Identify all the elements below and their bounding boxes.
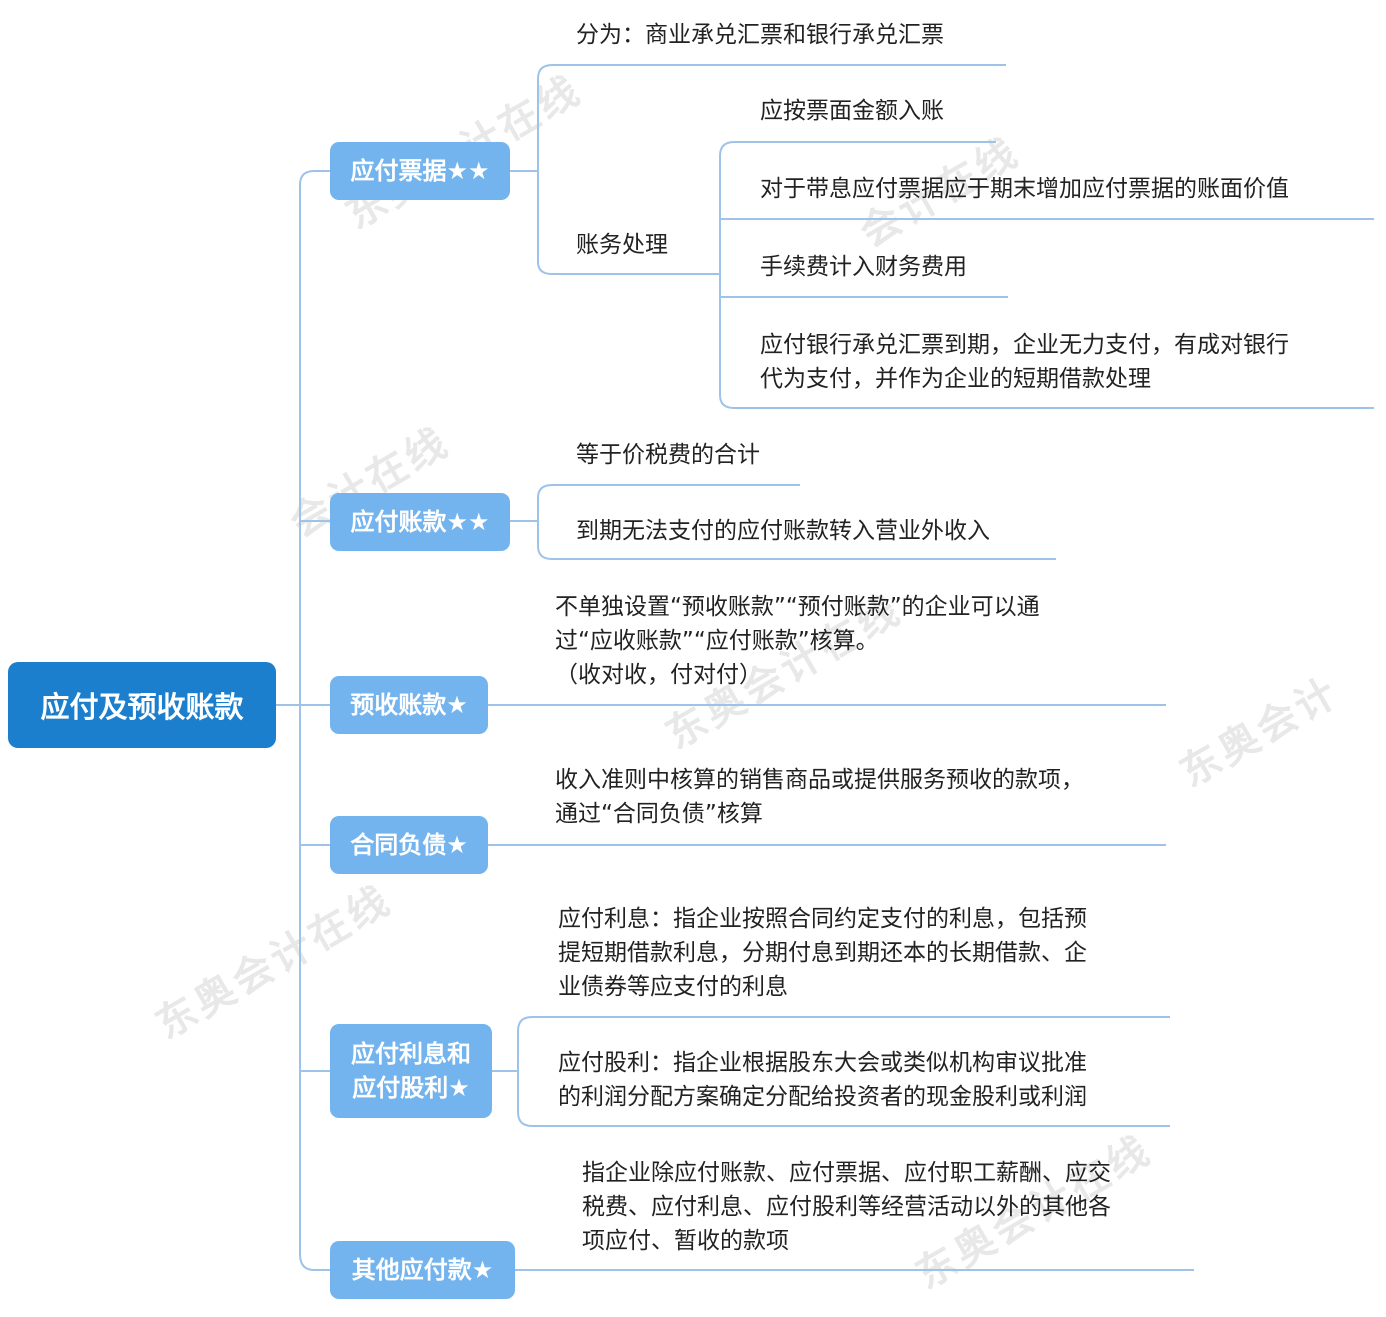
node-accounts-payable: 应付账款★★	[330, 493, 510, 551]
leaf-dividend-line: 的利润分配方案确定分配给投资者的现金股利或利润	[558, 1084, 1087, 1110]
node-interest-dividends-line1: 应付利息和	[351, 1040, 471, 1068]
node-interest-dividends-line2: 应付股利★	[352, 1074, 470, 1102]
leaf-advance-line: （收对收，付对付）	[555, 662, 762, 688]
leaf-accounting-item: 应付银行承兑汇票到期，企业无力支付，有成对银行	[760, 332, 1289, 358]
leaf-bill-types: 分为：商业承兑汇票和银行承兑汇票	[576, 22, 944, 48]
node-advance-receipts: 预收账款★	[330, 676, 488, 734]
node-other-payables: 其他应付款★	[330, 1241, 515, 1299]
leaf-contract-line: 收入准则中核算的销售商品或提供服务预收的款项，	[555, 767, 1084, 793]
node-interest-dividends: 应付利息和 应付股利★	[330, 1024, 492, 1118]
leaf-accounting-item: 应按票面金额入账	[760, 98, 944, 124]
leaf-interest-line: 应付利息：指企业按照合同约定支付的利息，包括预	[558, 906, 1087, 932]
leaf-contract-line: 通过“合同负债”核算	[555, 801, 763, 827]
leaf-other-line: 项应付、暂收的款项	[582, 1228, 789, 1254]
leaf-ap-item: 等于价税费的合计	[576, 442, 760, 468]
leaf-dividend-line: 应付股利：指企业根据股东大会或类似机构审议批准	[558, 1050, 1087, 1076]
leaf-other-line: 指企业除应付账款、应付票据、应付职工薪酬、应交	[582, 1160, 1111, 1186]
root-node: 应付及预收账款	[8, 662, 276, 748]
leaf-other-line: 税费、应付利息、应付股利等经营活动以外的其他各	[582, 1194, 1111, 1220]
leaf-accounting: 账务处理	[576, 232, 668, 258]
leaf-interest-line: 业债券等应支付的利息	[558, 974, 788, 1000]
leaf-ap-item: 到期无法支付的应付账款转入营业外收入	[576, 518, 990, 544]
node-notes-payable: 应付票据★★	[330, 142, 510, 200]
leaf-interest-line: 提短期借款利息，分期付息到期还本的长期借款、企	[558, 940, 1087, 966]
leaf-advance-line: 不单独设置“预收账款”“预付账款”的企业可以通	[555, 594, 1040, 620]
node-contract-liabilities: 合同负债★	[330, 816, 488, 874]
leaf-accounting-item: 对于带息应付票据应于期末增加应付票据的账面价值	[760, 176, 1289, 202]
leaf-accounting-item: 手续费计入财务费用	[760, 254, 967, 280]
leaf-advance-line: 过“应收账款”“应付账款”核算。	[555, 628, 879, 654]
leaf-accounting-item: 代为支付，并作为企业的短期借款处理	[760, 366, 1151, 392]
